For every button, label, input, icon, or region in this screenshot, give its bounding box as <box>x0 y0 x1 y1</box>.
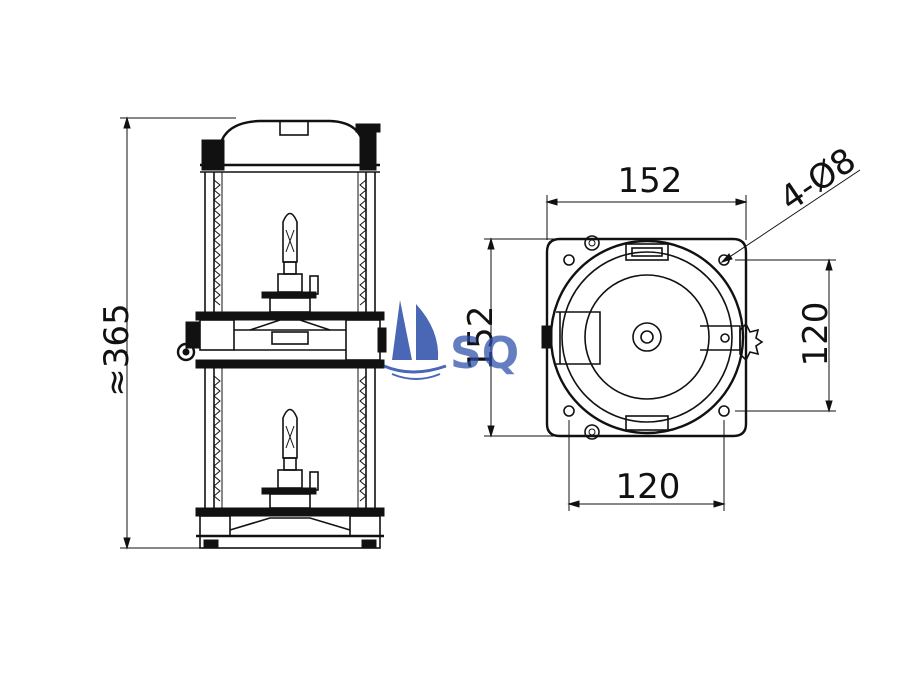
top-cap <box>200 119 381 173</box>
hole-spacing-right-label: 120 <box>796 302 836 367</box>
hole-spacing-bottom-label: 120 <box>616 467 681 507</box>
width-label: 152 <box>618 161 683 201</box>
sail-icon <box>392 300 412 360</box>
plan-height-label: 152 <box>461 306 501 371</box>
hole-spacing-right: 120 <box>735 258 836 413</box>
hole-callout-label: 4-Ø8 <box>773 140 864 219</box>
upper-lens <box>204 172 376 313</box>
watermark-text: SQ <box>450 328 519 379</box>
middle-band <box>176 311 387 369</box>
hole-spacing-bottom: 120 <box>567 420 726 511</box>
height-label: ≈365 <box>97 303 137 396</box>
height-dimension-plan: 152 <box>461 237 580 438</box>
mount-hole-br <box>718 405 730 417</box>
lower-lens <box>204 368 376 509</box>
mount-hole-tr <box>718 254 730 266</box>
lower-bulb <box>282 408 298 459</box>
mount-hole-bl <box>563 405 575 417</box>
base <box>195 507 385 549</box>
side-view: ≈365 <box>97 116 387 550</box>
plan-view: 152 152 120 120 <box>461 140 863 511</box>
height-dimension: ≈365 <box>97 116 236 550</box>
wave-icon <box>383 364 447 374</box>
mount-hole-tl <box>563 254 575 266</box>
watermark-logo: SQ <box>383 300 519 380</box>
width-dimension: 152 <box>545 161 748 240</box>
upper-bulb <box>282 212 298 263</box>
lantern-plan <box>541 235 764 440</box>
